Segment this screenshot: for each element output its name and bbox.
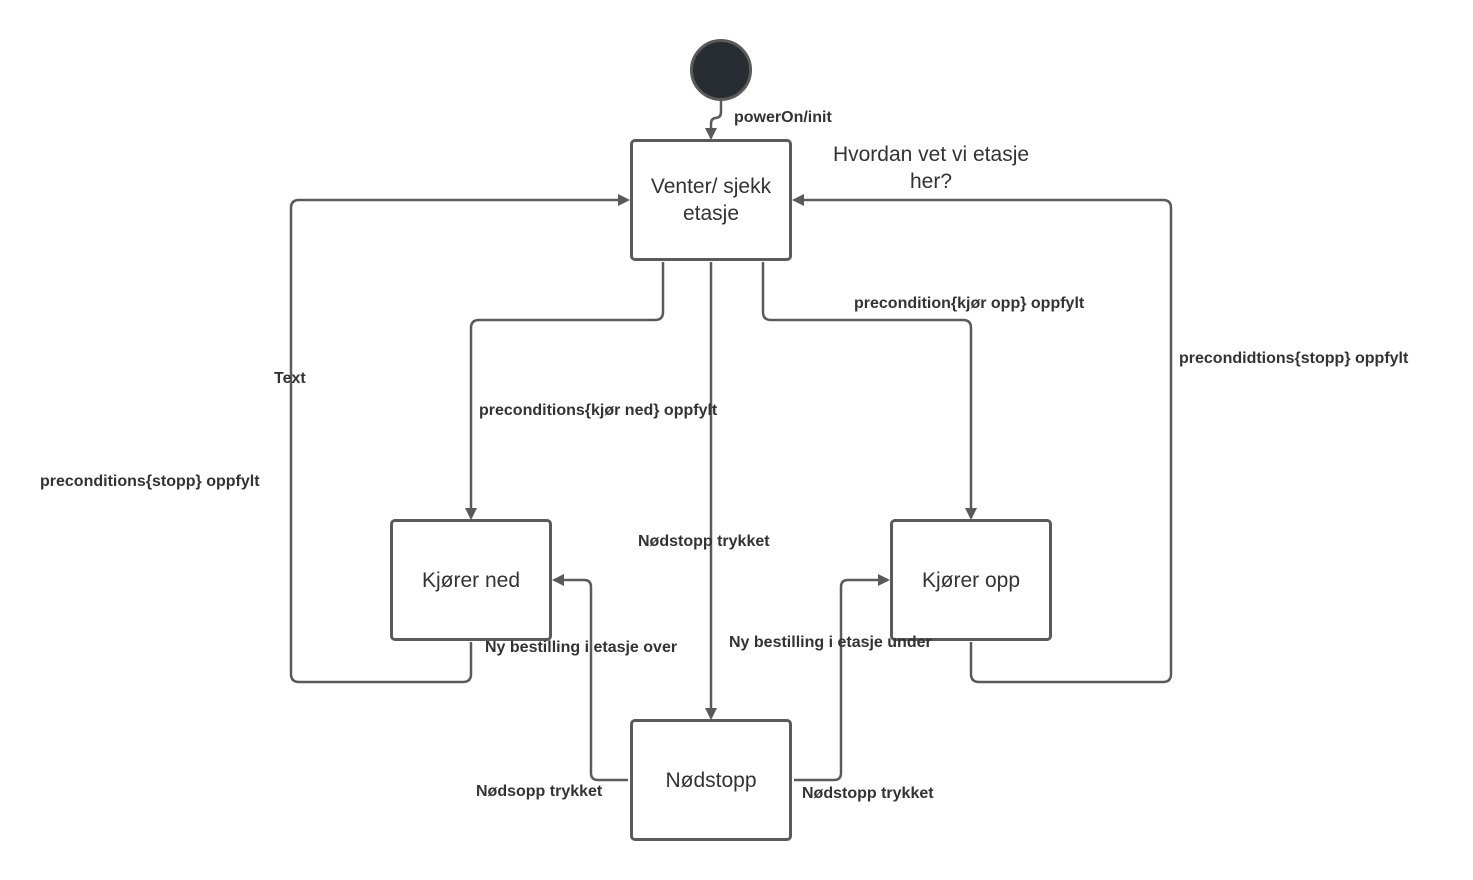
label-precondition-kjor-opp: precondition{kjør opp} oppfylt: [854, 295, 1085, 312]
state-venter-sjekk-etasje: Venter/ sjekk etasje: [630, 139, 792, 261]
label-ny-bestilling-over: Ny bestilling i etasje over: [485, 639, 678, 656]
label-power-on-init: powerOn/init: [734, 109, 832, 126]
state-kjorer-opp: Kjører opp: [890, 519, 1052, 641]
label-nodstopp-trykket-right: Nødstopp trykket: [802, 785, 934, 802]
state-nodstopp: Nødstopp: [630, 719, 792, 841]
note-question: Hvordan vet vi etasje her?: [826, 141, 1036, 195]
state-kjorer-ned-label: Kjører ned: [421, 568, 521, 592]
label-precondidtions-stopp-right: precondidtions{stopp} oppfylt: [1179, 350, 1409, 367]
state-nodstopp-label: Nødstopp: [665, 768, 757, 792]
state-kjorer-ned: Kjører ned: [390, 519, 552, 641]
label-nodstopp-trykket-center: Nødstopp trykket: [638, 533, 770, 550]
label-ny-bestilling-under: Ny bestilling i etasje under: [729, 634, 932, 651]
state-venter-label: Venter/ sjekk etasje: [650, 175, 772, 225]
initial-state-node: [690, 39, 752, 101]
note-line-2: her?: [909, 170, 953, 193]
edge-init-to-venter: [705, 100, 723, 140]
label-text-left: Text: [274, 370, 306, 387]
edge-kjorer-ned-to-venter: [289, 194, 630, 684]
edge-nodstopp-to-kjorer-ned: [552, 574, 628, 782]
note-line-1: Hvordan vet vi etasje: [832, 143, 1030, 166]
label-preconditions-kjor-ned: preconditions{kjør ned} oppfylt: [479, 402, 718, 419]
edge-nodstopp-to-kjorer-opp: [794, 574, 890, 782]
edge-venter-to-kjorer-ned: [465, 262, 665, 520]
state-kjorer-opp-label: Kjører opp: [921, 568, 1021, 592]
label-preconditions-stopp-left: preconditions{stopp} oppfylt: [40, 473, 260, 490]
edge-venter-to-kjorer-opp: [761, 262, 977, 520]
label-nodsopp-trykket-left: Nødsopp trykket: [476, 783, 603, 800]
edge-kjorer-opp-to-venter: [792, 194, 1173, 684]
